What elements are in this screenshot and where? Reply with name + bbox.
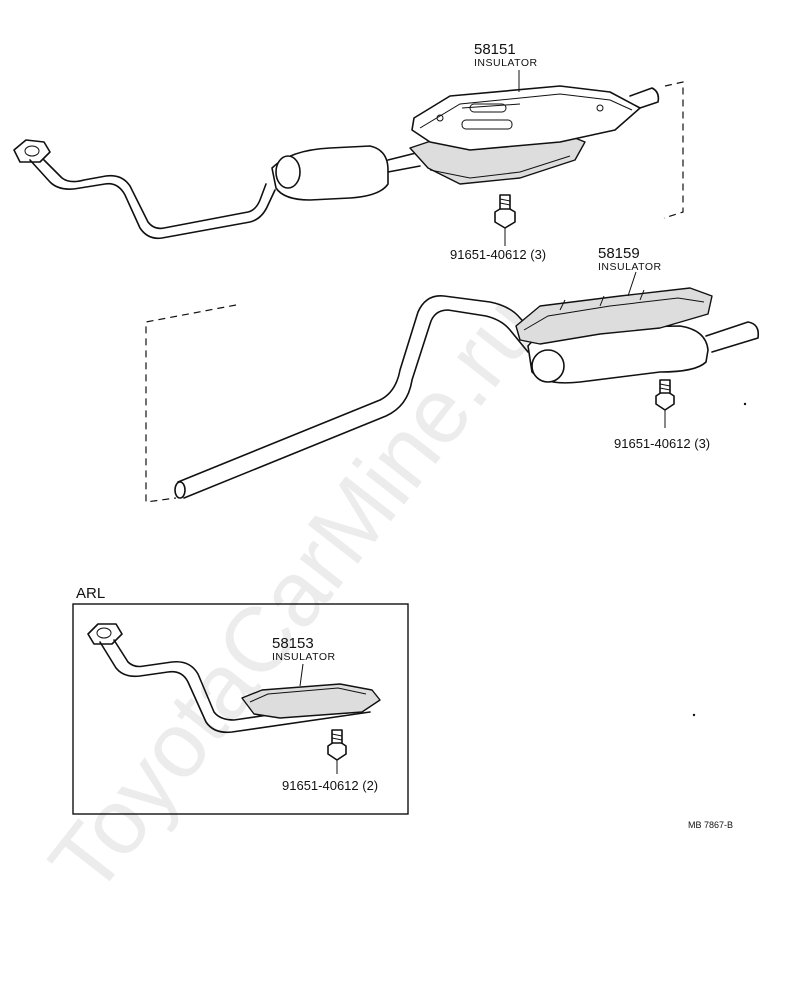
- insulator-58151: [411, 85, 641, 151]
- part-number-58159: 58159: [598, 245, 640, 262]
- watermark: ToyotaCarMine.ru: [30, 277, 557, 912]
- bolt-label-arl: 91651-40612 (2): [282, 778, 378, 793]
- part-number-58153: 58153: [272, 635, 314, 652]
- insulator-58159: [515, 287, 713, 345]
- arl-pipe-flange: [87, 623, 123, 645]
- front-exhaust-pipe-assembly: [13, 70, 660, 246]
- inset-frame-arl: [72, 603, 409, 815]
- bolt-front: [494, 194, 516, 246]
- bolt-rear: [655, 379, 675, 428]
- tail-pipe-assembly: [174, 271, 760, 499]
- connector-line-top: [663, 81, 684, 219]
- figure-reference: MB 7867-B: [688, 820, 733, 830]
- tail-pipe-end: [174, 481, 186, 499]
- bolt-label-front: 91651-40612 (3): [450, 247, 546, 262]
- part-name-58153: INSULATOR: [272, 651, 336, 663]
- part-name-58151: INSULATOR: [474, 57, 538, 69]
- connector-line-middle: [145, 304, 237, 503]
- bolt-label-rear: 91651-40612 (3): [614, 436, 710, 451]
- part-number-58151: 58151: [474, 41, 516, 58]
- arl-pipe-assembly: [87, 623, 381, 774]
- front-resonator: [271, 145, 389, 201]
- insulator-58153: [241, 683, 381, 719]
- bolt-arl: [327, 729, 347, 774]
- inset-label-arl: ARL: [76, 585, 105, 602]
- part-name-58159: INSULATOR: [598, 261, 662, 273]
- front-pipe-flange: [13, 139, 51, 163]
